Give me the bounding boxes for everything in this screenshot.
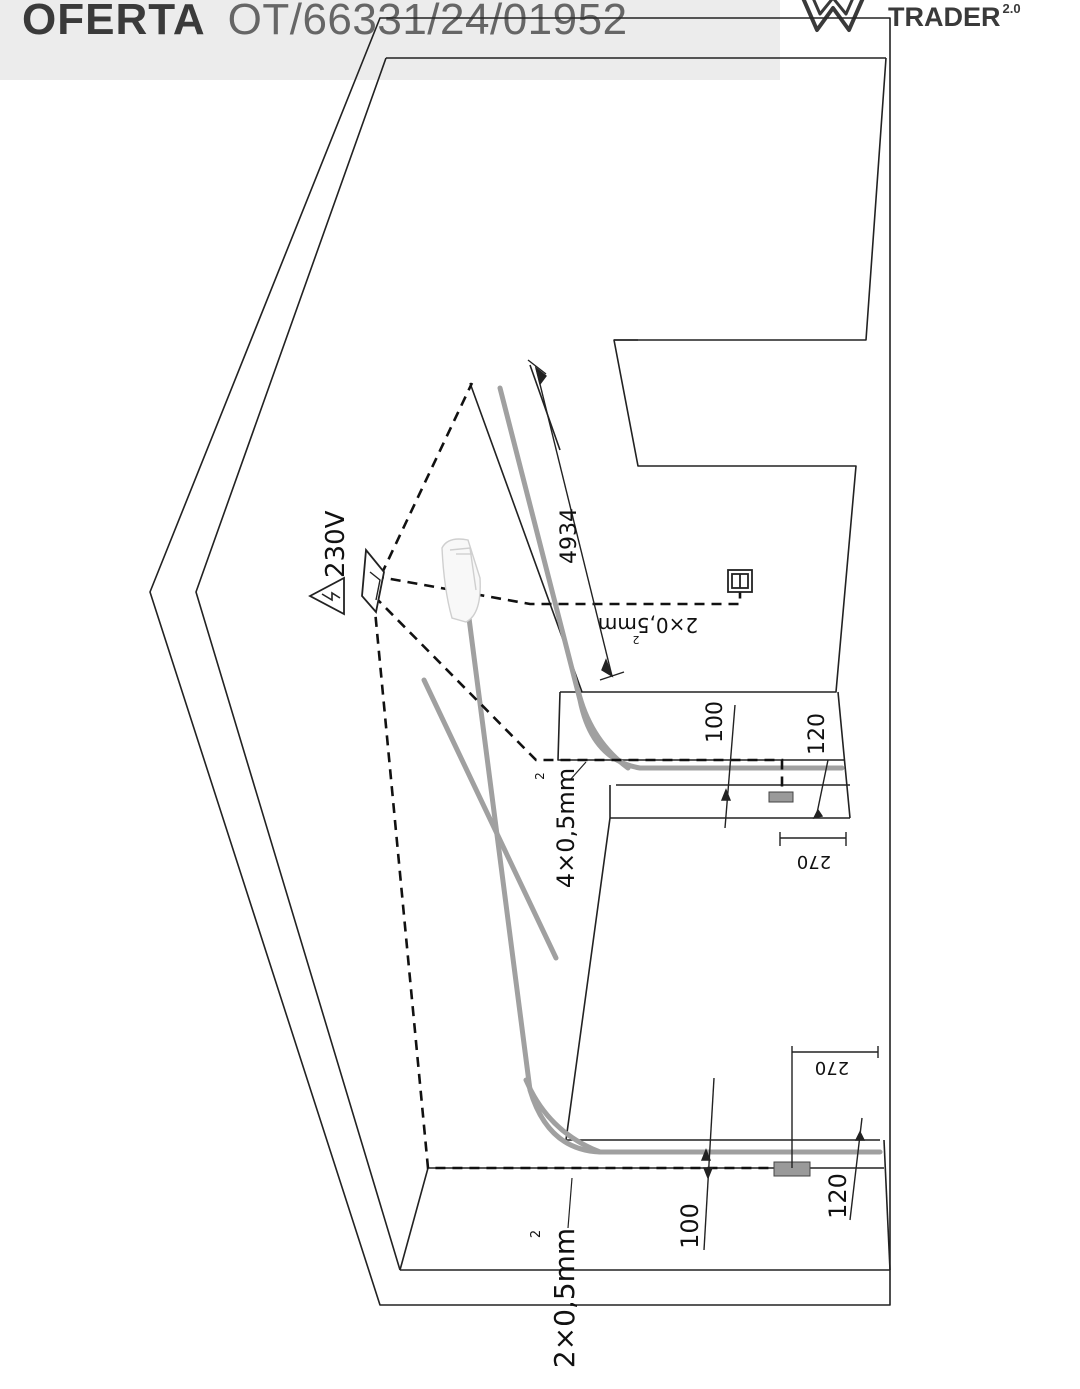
cable-label-middle-text: 4×0,5mm [552,768,580,888]
sensor-upper [768,791,794,803]
dimension-upper-right: 120 [805,713,830,755]
cable-run-lower [372,599,790,1170]
high-voltage-warning-icon [308,576,345,616]
led-strip-middle [421,677,559,961]
cable-label-bottom-text: 2×0,5mm [548,1228,581,1368]
power-supply [361,547,385,614]
lower-recess-right [883,1139,891,1271]
motion-sensor [441,538,481,623]
upper-dimension-lines [720,704,847,846]
upper-wall [560,57,887,693]
dimension-lower-left: 100 [676,1203,704,1249]
offer-number: OT/66331/24/01952 [227,0,628,44]
cable-label-bottom: 2×0,5mm [548,1228,581,1368]
ceiling-slab-inner [195,57,401,1271]
cable-leader-lines [567,761,587,1229]
dimension-lower-width: 270 [815,1057,849,1078]
led-strip-upper [497,385,845,771]
dimension-upper-width: 270 [797,851,831,872]
channel-edge-2 [529,364,561,451]
middle-wall [565,785,880,1141]
dimension-length: 4934 [557,508,582,564]
cable-label-top-superscript: 2 [633,633,640,646]
led-strip-lower-diagonal [523,1077,603,1155]
offer-title: OFERTA OT/66331/24/01952 [22,0,628,46]
brand-name-text: TRADER [888,2,1001,32]
led-strip-upper-diagonal [575,687,631,771]
cable-label-bottom-superscript: 2 [529,1230,544,1238]
cable-label-top: 2×0,5mm [598,613,698,637]
cable-label-top-text: 2×0,5mm [598,613,698,637]
cable-label-middle-superscript: 2 [533,772,547,780]
w-logo-icon [801,0,865,32]
dimension-length-lines [527,359,625,681]
dimension-upper-left: 100 [703,701,728,743]
lower-recess-left [399,1167,429,1271]
cable-label-middle: 4×0,5mm [552,768,580,888]
controller-box [727,569,753,593]
cable-run-sensor [373,574,742,606]
header-bar [0,0,780,80]
upper-recess-side [837,691,851,819]
power-supply-box [361,547,385,614]
brand-version: 2.0 [1002,1,1021,16]
ceiling-slab-outer [149,17,891,1306]
lower-dimension-lines [700,1046,879,1251]
offer-label: OFERTA [22,0,206,44]
voltage-label: 230V [321,510,351,578]
power-supply-lid [369,571,381,601]
cable-run-top [372,382,474,591]
dimension-lower-right: 120 [824,1173,852,1219]
